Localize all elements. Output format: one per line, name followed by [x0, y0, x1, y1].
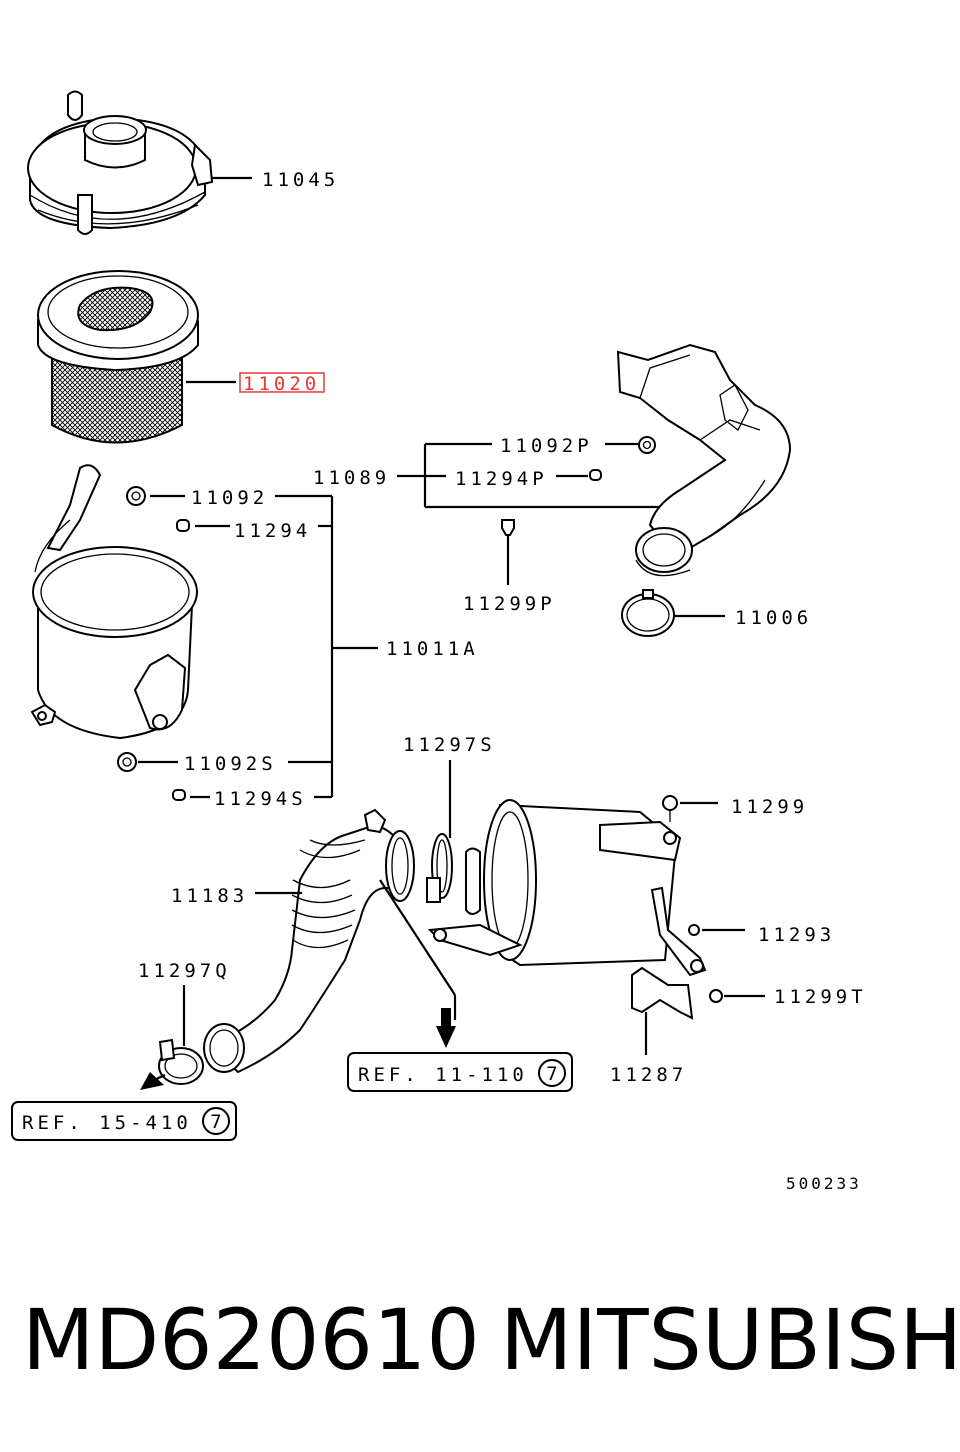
- ref-11-110-label: REF. 11-110: [358, 1064, 528, 1086]
- callout-11294p: 11294P: [455, 468, 548, 490]
- brand-name: MITSUBISHI: [500, 1291, 960, 1389]
- callout-11011a: 11011A: [386, 638, 479, 660]
- air-cleaner-cover-part: [27, 90, 252, 235]
- exploded-parts-diagram: 11045 11020 11092 11294 11011A 11092S 11…: [11, 90, 867, 1193]
- air-filter-element-part: [37, 270, 236, 444]
- callout-11092p: 11092P: [500, 435, 593, 457]
- ref-box-15-410: REF. 15-410 7: [11, 1101, 237, 1141]
- callout-11006: 11006: [735, 607, 812, 629]
- callout-11287: 11287: [610, 1064, 687, 1086]
- air-cleaner-body-part: [30, 464, 378, 801]
- callout-11020: 11020: [243, 373, 320, 395]
- ref-15-410-circled-number: 7: [210, 1111, 221, 1133]
- intake-duct-part: [397, 343, 792, 637]
- highlight-box: [239, 372, 325, 393]
- callout-11045: 11045: [262, 169, 339, 191]
- part-number: MD620610: [22, 1291, 480, 1389]
- ref-box-11-110: REF. 11-110 7: [347, 1052, 573, 1092]
- callout-11297s: 11297S: [403, 734, 496, 756]
- callout-11294: 11294: [234, 520, 311, 542]
- callout-11299p: 11299P: [463, 593, 556, 615]
- drawing-code: 500233: [786, 1174, 862, 1193]
- callout-11092s: 11092S: [184, 753, 277, 775]
- callout-11294s: 11294S: [214, 788, 307, 810]
- callout-11293: 11293: [758, 924, 835, 946]
- ref-11-110-circled-number: 7: [546, 1063, 557, 1085]
- ref-15-410-label: REF. 15-410: [22, 1112, 192, 1134]
- callout-11297q: 11297Q: [138, 960, 231, 982]
- callout-11183: 11183: [171, 885, 248, 907]
- resonator-part: [426, 760, 765, 1055]
- footer: MD620610 MITSUBISHI: [22, 1290, 960, 1390]
- intake-hose-part: [140, 808, 457, 1090]
- callout-11299t: 11299T: [774, 986, 867, 1008]
- callout-11089: 11089: [313, 467, 390, 489]
- callout-11092: 11092: [191, 487, 268, 509]
- callout-11299: 11299: [731, 796, 808, 818]
